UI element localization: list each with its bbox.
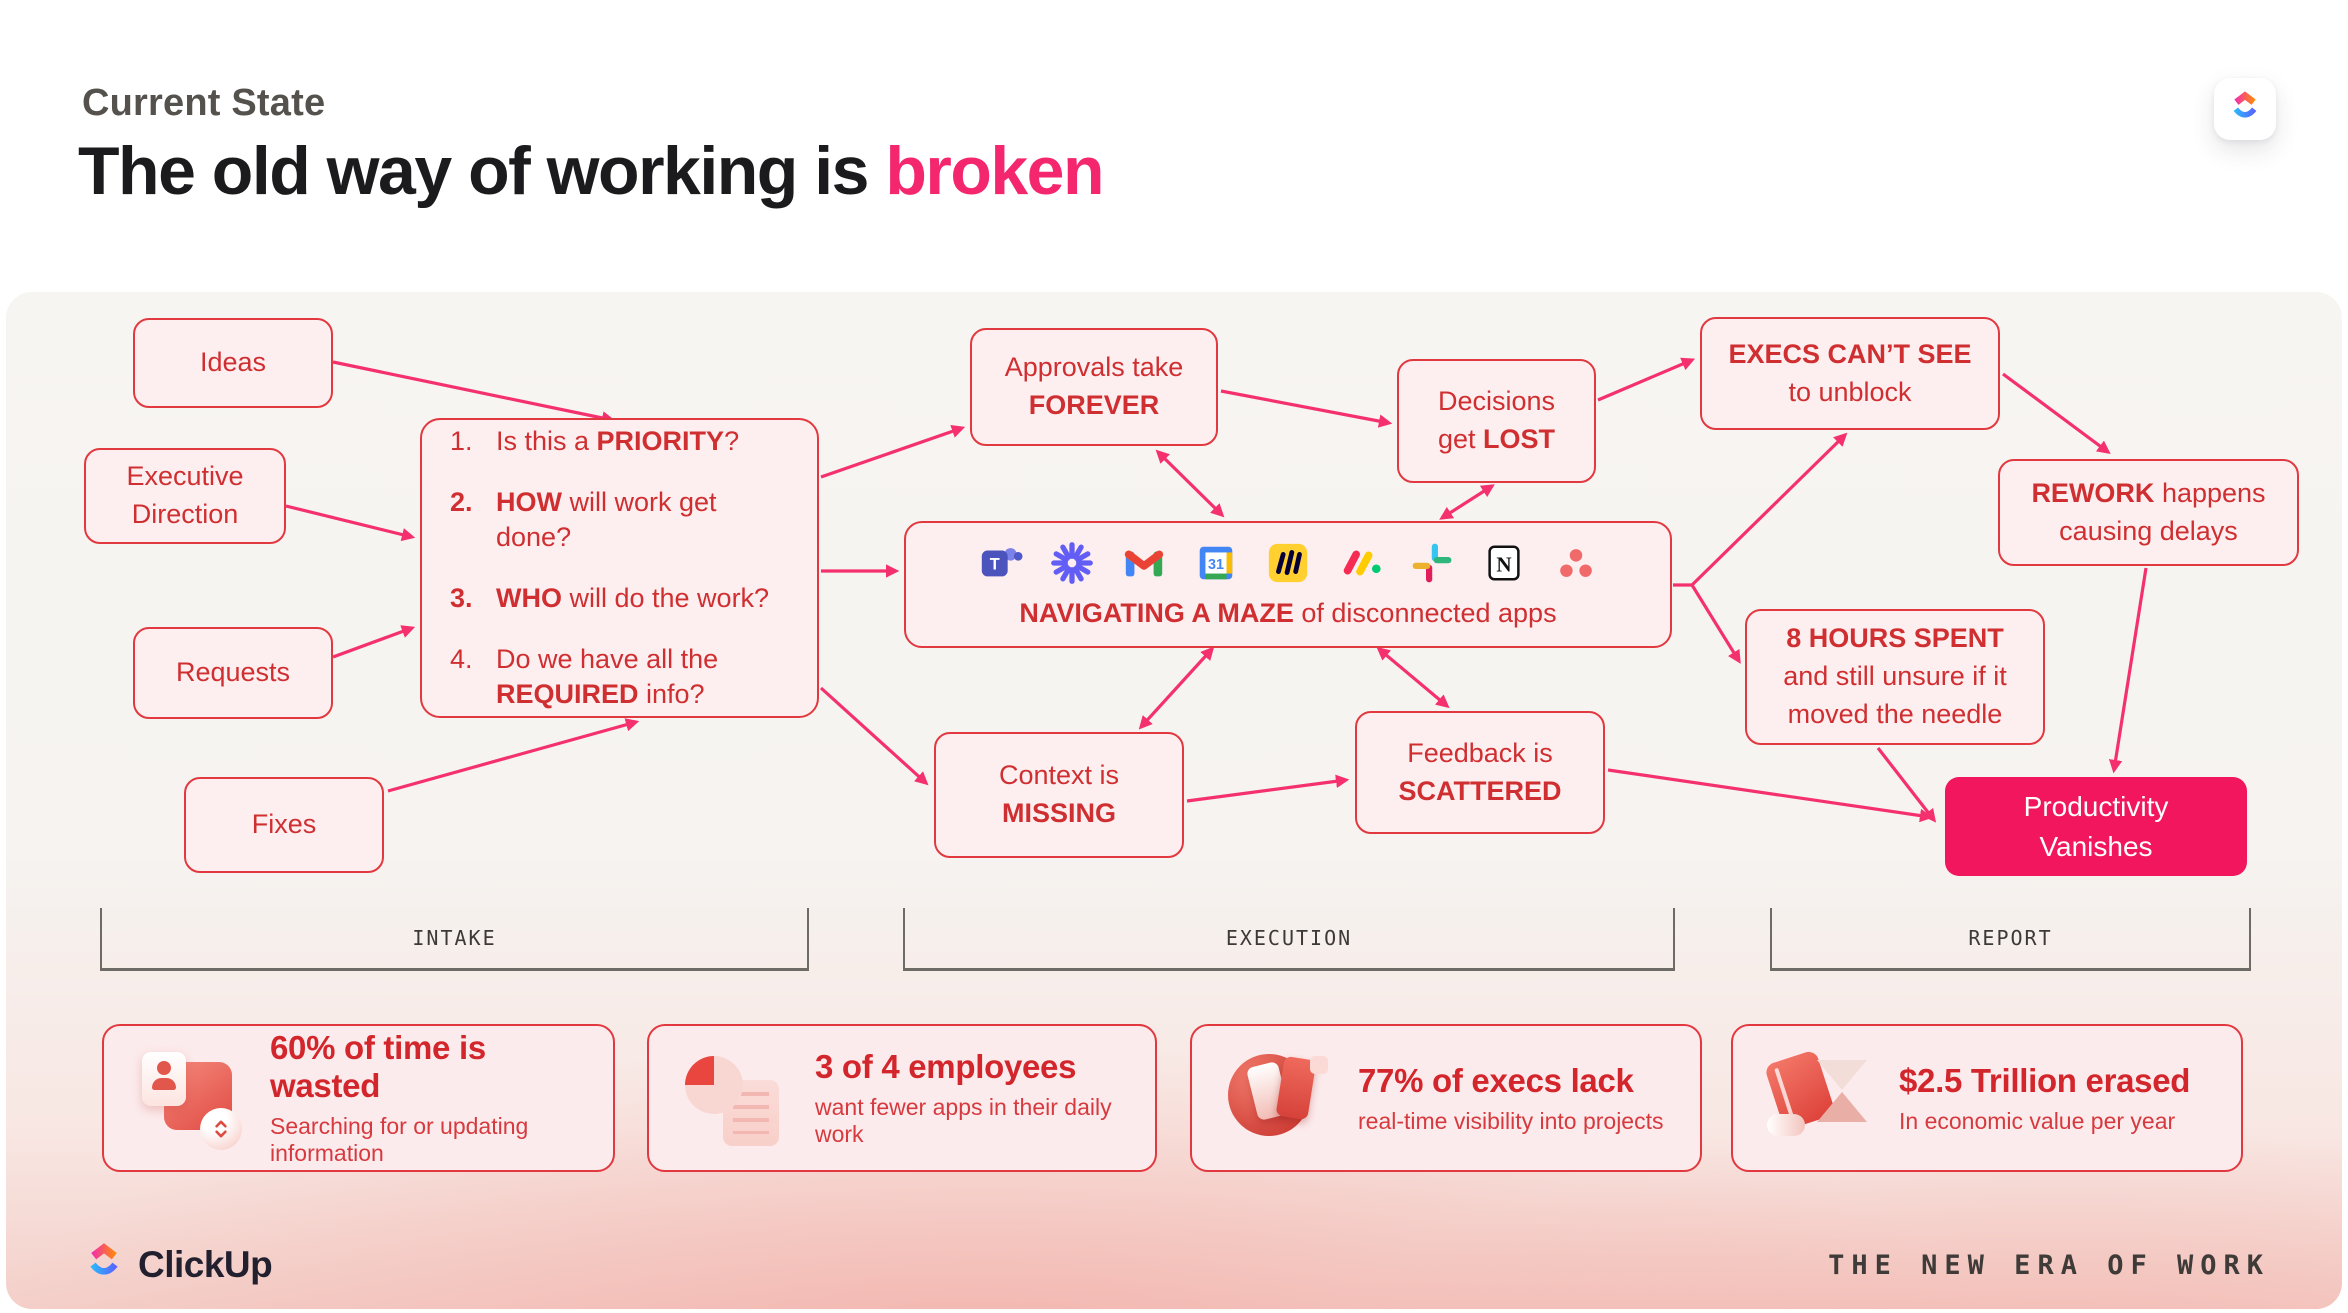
question-number: 2. <box>450 486 473 517</box>
node-disconnected-apps-maze: T 31 N NAVIGATING A MAZE of disconnected… <box>904 521 1672 648</box>
title-text: The old way of working is <box>78 133 886 209</box>
question-number: 3. <box>450 583 473 613</box>
question-text: WHO will do the work? <box>496 583 770 613</box>
node-requests: Requests <box>133 627 333 719</box>
gmail-icon <box>1121 540 1167 586</box>
clickup-logo-icon <box>2225 87 2265 132</box>
microsoft-teams-icon: T <box>977 540 1023 586</box>
pie-document-icon <box>683 1046 787 1150</box>
clickup-badge <box>2214 78 2276 140</box>
notion-icon: N <box>1481 540 1527 586</box>
section-label: REPORT <box>1968 926 2053 950</box>
monday-icon <box>1337 540 1383 586</box>
loom-icon <box>1049 540 1095 586</box>
stat-subtitle: Searching for or updating information <box>270 1113 529 1166</box>
question-item: 4. Do we have all the REQUIRED info? <box>450 642 789 712</box>
page-title: The old way of working is broken <box>78 132 1105 210</box>
stat-card-fewer-apps: 3 of 4 employees want fewer apps in thei… <box>647 1024 1157 1172</box>
question-text: Do we have all the REQUIRED info? <box>496 644 719 710</box>
stat-subtitle: In economic value per year <box>1899 1107 2176 1134</box>
node-intake-questions: 1. Is this a PRIORITY? 2. HOW will work … <box>420 418 819 718</box>
stat-title: 77% of execs lack <box>1358 1061 1634 1099</box>
slack-icon <box>1409 540 1455 586</box>
question-item: 1. Is this a PRIORITY? <box>450 424 789 459</box>
section-execution: EXECUTION <box>903 908 1675 971</box>
question-item: 2. HOW will work get done? <box>450 485 789 555</box>
stat-card-exec-visibility: 77% of execs lack real-time visibility i… <box>1190 1024 1702 1172</box>
question-text: HOW will work get done? <box>496 486 717 552</box>
stat-subtitle: want fewer apps in their daily work <box>815 1094 1112 1147</box>
svg-text:T: T <box>990 556 1000 574</box>
stat-title: 3 of 4 employees <box>815 1048 1077 1085</box>
stat-subtitle: real-time visibility into projects <box>1358 1107 1664 1134</box>
section-label: EXECUTION <box>1225 926 1353 950</box>
section-report: REPORT <box>1770 908 2251 971</box>
google-calendar-icon: 31 <box>1193 540 1239 586</box>
app-icons-row: T 31 N <box>977 540 1599 586</box>
question-number: 4. <box>450 644 473 675</box>
stat-title: $2.5 Trillion erased <box>1899 1061 2191 1099</box>
question-number: 1. <box>450 425 473 456</box>
node-fixes: Fixes <box>184 777 384 873</box>
clickup-logo-icon <box>80 1238 128 1291</box>
eyebrow-label: Current State <box>82 82 326 124</box>
section-label: INTAKE <box>412 926 497 950</box>
maze-label: NAVIGATING A MAZE of disconnected apps <box>1019 598 1557 628</box>
node-ideas: Ideas <box>133 318 333 408</box>
stat-card-time-wasted: 60% of time is wasted Searching for or u… <box>102 1024 615 1172</box>
question-item: 3. WHO will do the work? <box>450 581 789 616</box>
stat-title: 60% of time is wasted <box>270 1029 486 1104</box>
svg-text:N: N <box>1496 553 1511 577</box>
clickup-wordmark: ClickUp <box>138 1243 273 1285</box>
visibility-icon <box>1226 1046 1330 1150</box>
stat-card-economic-value: $2.5 Trillion erased In economic value p… <box>1731 1024 2243 1172</box>
book-hourglass-icon <box>1763 1046 1871 1150</box>
node-executive-direction: Executive Direction <box>84 448 286 544</box>
clickup-footer-logo: ClickUp <box>80 1238 273 1291</box>
asana-icon <box>1553 540 1599 586</box>
svg-text:31: 31 <box>1208 557 1224 573</box>
title-highlight: broken <box>885 133 1104 209</box>
section-intake: INTAKE <box>100 908 809 971</box>
time-wasted-icon <box>138 1046 242 1150</box>
question-text: Is this a PRIORITY? <box>496 425 740 456</box>
footer-tagline: THE NEW ERA OF WORK <box>1828 1250 2270 1281</box>
miro-icon <box>1265 540 1311 586</box>
